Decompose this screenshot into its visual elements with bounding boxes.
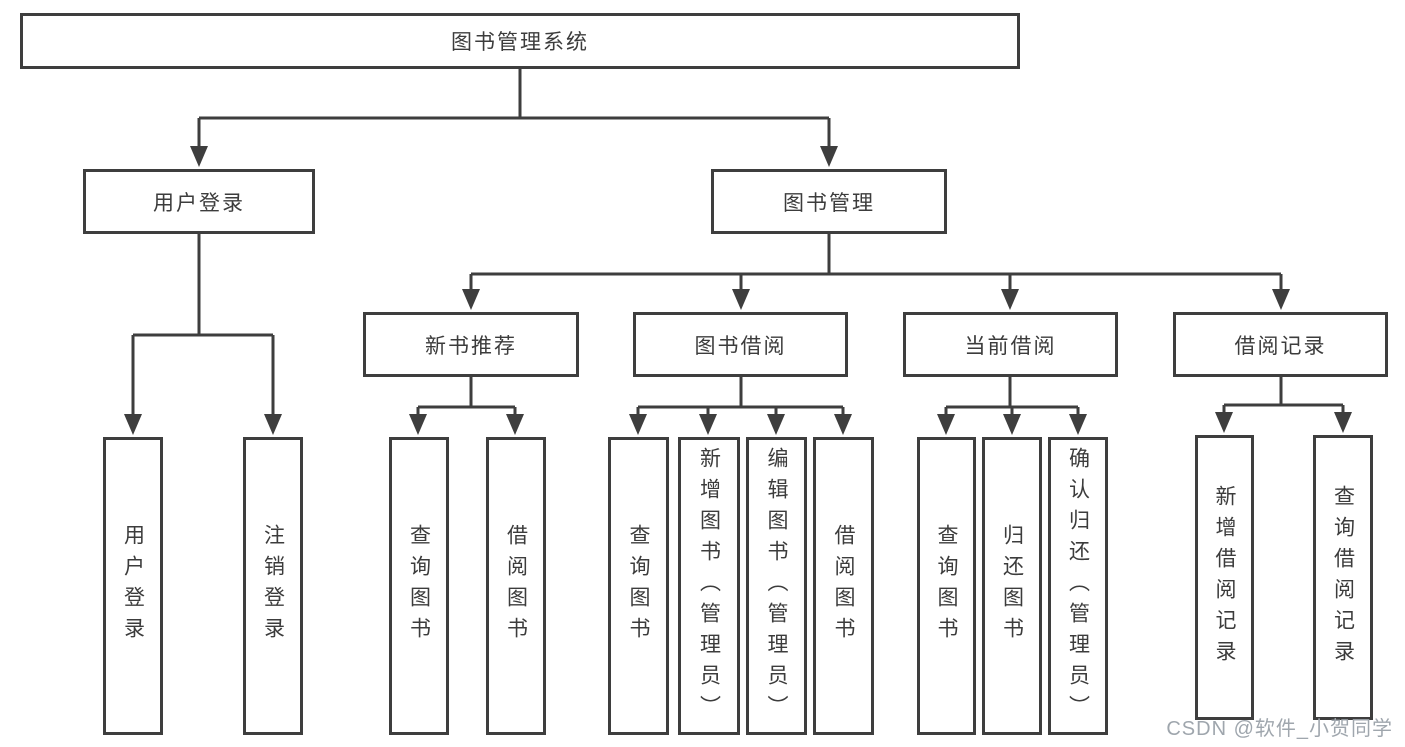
leaf-add-borrow-record: 新增借阅记录	[1195, 435, 1254, 720]
leaf-query-books-borrow: 查询图书	[608, 437, 669, 735]
node-book-management: 图书管理	[711, 169, 947, 234]
node-user-login: 用户登录	[83, 169, 315, 234]
connector-mgmt-to-level3	[469, 234, 1283, 292]
leaf-edit-book-admin: 编辑图书（管理员）	[746, 437, 807, 735]
node-book-borrow: 图书借阅	[633, 312, 848, 377]
connector-current-to-leaves	[944, 377, 1080, 417]
node-current-borrow: 当前借阅	[903, 312, 1118, 377]
watermark: CSDN @软件_小贺同学	[1166, 718, 1393, 740]
leaf-query-borrow-record: 查询借阅记录	[1313, 435, 1373, 720]
node-borrow-records: 借阅记录	[1173, 312, 1388, 377]
leaf-query-books-current: 查询图书	[917, 437, 976, 735]
leaf-borrow-books-borrow: 借阅图书	[813, 437, 874, 735]
node-root: 图书管理系统	[20, 13, 1020, 69]
node-new-book-recommend: 新书推荐	[363, 312, 579, 377]
arrowheads	[124, 146, 1352, 435]
leaf-logout: 注销登录	[243, 437, 303, 735]
connector-root-to-level2	[197, 68, 831, 149]
leaf-confirm-return-admin: 确认归还（管理员）	[1048, 437, 1108, 735]
connector-login-to-leaves	[131, 234, 275, 417]
connector-borrow-to-leaves	[636, 377, 845, 417]
leaf-return-book: 归还图书	[982, 437, 1042, 735]
leaf-query-books-recommend: 查询图书	[389, 437, 449, 735]
leaf-borrow-books-recommend: 借阅图书	[486, 437, 546, 735]
leaf-user-login: 用户登录	[103, 437, 163, 735]
leaf-add-book-admin: 新增图书（管理员）	[678, 437, 740, 735]
connector-recommend-to-leaves	[416, 377, 517, 417]
connector-records-to-leaves	[1222, 377, 1345, 415]
